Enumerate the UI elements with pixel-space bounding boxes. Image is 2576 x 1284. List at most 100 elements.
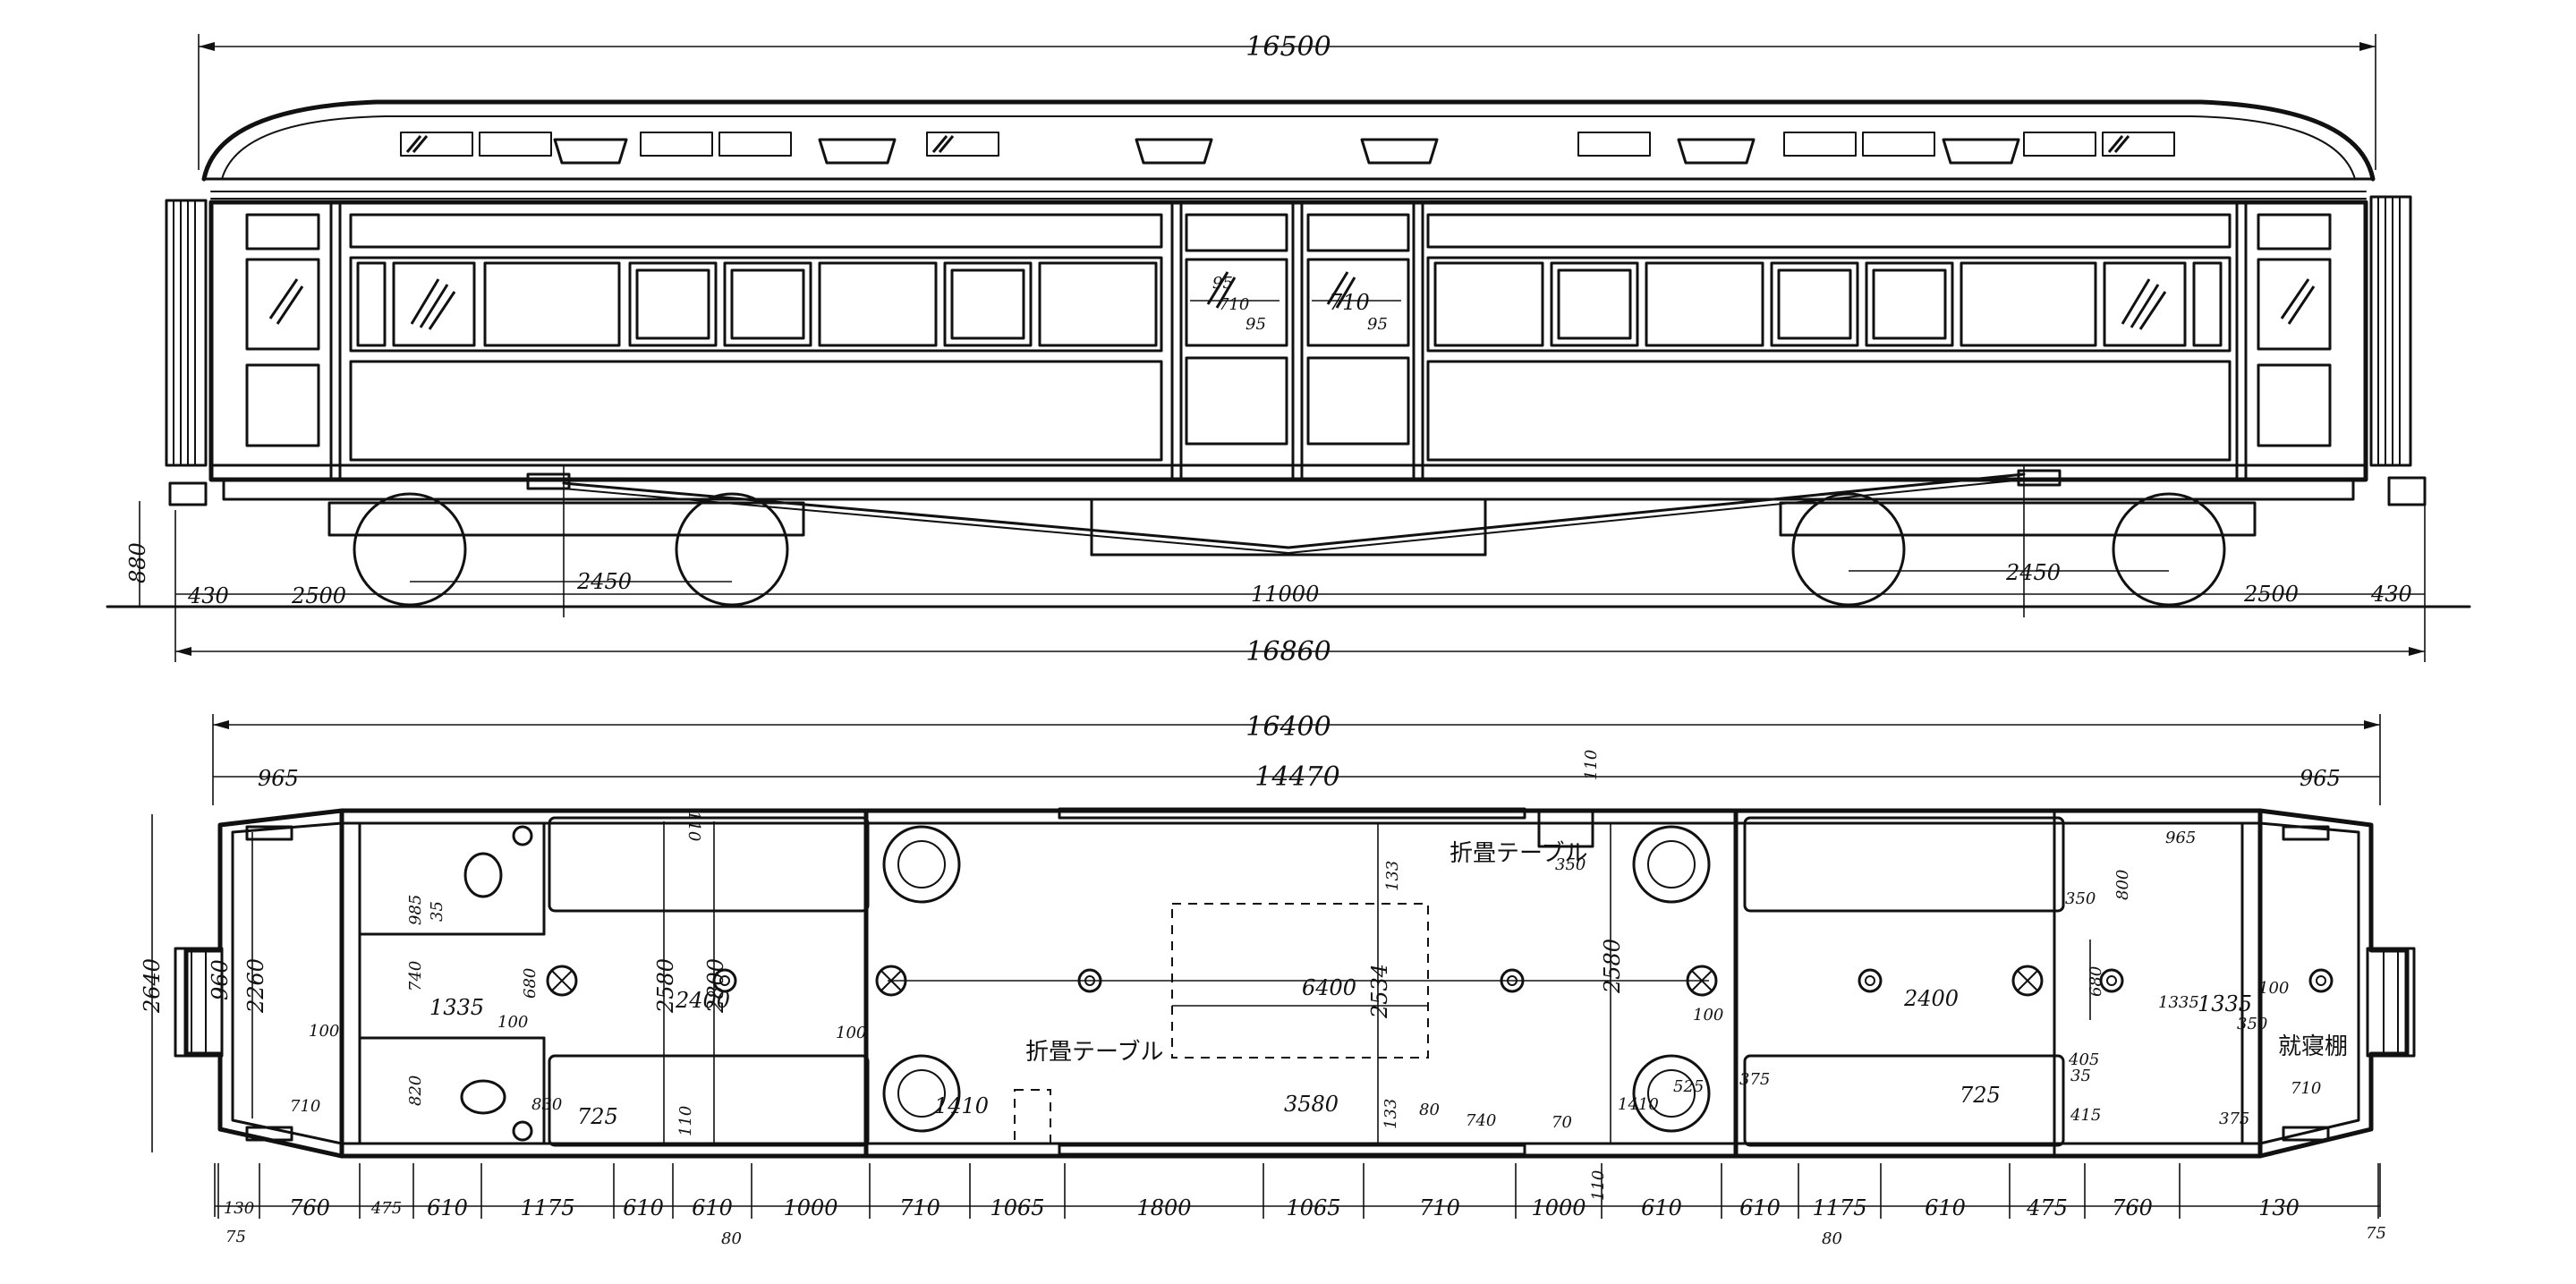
label-luggage-shelf: 就寝棚 — [2278, 1033, 2348, 1060]
end-diaphragm-right — [2369, 195, 2412, 467]
svg-text:100: 100 — [309, 1022, 339, 1041]
svg-text:965: 965 — [2300, 766, 2341, 791]
floor-plan: 16400 14470 965 965 — [140, 711, 2416, 1201]
svg-text:16860: 16860 — [1245, 636, 1331, 668]
svg-text:35: 35 — [428, 901, 446, 922]
bottom-dimension-label: 475 — [370, 1199, 402, 1218]
svg-text:2500: 2500 — [2243, 582, 2299, 607]
svg-text:35: 35 — [2070, 1067, 2091, 1085]
bottom-dimension-label: 760 — [2112, 1195, 2153, 1220]
side-windows-right — [1433, 261, 2223, 347]
svg-text:110: 110 — [684, 811, 703, 841]
bottom-dimension-label: 610 — [692, 1195, 733, 1220]
svg-text:680: 680 — [521, 968, 540, 999]
bottom-sub-dimension-label: 80 — [1822, 1229, 1842, 1248]
svg-text:2400: 2400 — [675, 988, 730, 1013]
svg-text:100: 100 — [836, 1024, 866, 1042]
label-folding-table-2: 折畳テーブル — [1025, 1039, 1163, 1066]
svg-text:880: 880 — [125, 542, 150, 583]
svg-text:405: 405 — [2068, 1050, 2099, 1069]
svg-text:710: 710 — [1219, 295, 1249, 314]
svg-text:1410: 1410 — [1618, 1095, 1659, 1114]
svg-text:3580: 3580 — [1284, 1092, 1339, 1117]
svg-text:6400: 6400 — [1302, 975, 1356, 1000]
svg-text:133: 133 — [1382, 1099, 1400, 1129]
svg-text:350: 350 — [1555, 855, 1586, 874]
svg-text:430: 430 — [2370, 582, 2412, 607]
svg-text:2580: 2580 — [1600, 939, 1625, 994]
svg-text:2260: 2260 — [243, 958, 268, 1014]
bottom-dimension-label: 710 — [899, 1195, 940, 1220]
svg-text:2500: 2500 — [291, 583, 346, 608]
svg-text:2580: 2580 — [653, 958, 678, 1014]
svg-text:710: 710 — [290, 1097, 320, 1116]
svg-text:740: 740 — [406, 961, 425, 991]
bottom-dimension-label: 1065 — [1286, 1195, 1340, 1220]
svg-text:2534: 2534 — [1367, 964, 1392, 1019]
svg-text:2800: 2800 — [703, 958, 728, 1014]
svg-text:2450: 2450 — [2005, 560, 2061, 585]
svg-text:110: 110 — [1582, 750, 1601, 780]
bottom-dimension-label: 1800 — [1136, 1195, 1191, 1220]
svg-text:16400: 16400 — [1245, 711, 1331, 743]
bottom-dimension-label: 130 — [224, 1199, 254, 1218]
svg-text:1410: 1410 — [934, 1093, 989, 1118]
bottom-dimension-label: 760 — [289, 1195, 330, 1220]
svg-text:1335: 1335 — [429, 995, 484, 1020]
svg-text:965: 965 — [2165, 829, 2196, 847]
svg-text:525: 525 — [1673, 1077, 1704, 1096]
svg-text:1335: 1335 — [2198, 991, 2252, 1016]
wheel-left-1 — [353, 492, 467, 607]
svg-text:680: 680 — [2087, 966, 2105, 997]
bottom-dimension-label: 1175 — [1812, 1195, 1866, 1220]
svg-text:960: 960 — [208, 959, 233, 1000]
bottom-dimension-label: 610 — [623, 1195, 664, 1220]
floor-fittings — [546, 965, 2334, 997]
bottom-dimension-label: 130 — [2258, 1195, 2300, 1220]
svg-text:100: 100 — [2258, 979, 2289, 998]
end-diaphragm-left — [165, 199, 208, 467]
svg-text:710: 710 — [1329, 290, 1370, 315]
svg-text:1335: 1335 — [2158, 993, 2199, 1012]
bottom-dimension-label: 1000 — [783, 1195, 837, 1220]
svg-text:80: 80 — [1419, 1101, 1440, 1119]
bottom-sub-dimension-label: 80 — [721, 1229, 742, 1248]
bottom-sub-dimension-label: 75 — [225, 1228, 246, 1246]
svg-text:350: 350 — [2065, 889, 2096, 908]
svg-text:110: 110 — [676, 1106, 695, 1136]
bottom-dimension-label: 475 — [2026, 1195, 2068, 1220]
bottom-dimension-label: 610 — [427, 1195, 468, 1220]
side-elevation: 16500 — [106, 31, 2471, 668]
bottom-sub-dimension-label: 75 — [2366, 1224, 2386, 1243]
svg-text:830: 830 — [531, 1095, 562, 1114]
svg-text:740: 740 — [1466, 1111, 1496, 1130]
svg-text:985: 985 — [406, 895, 425, 925]
svg-text:710: 710 — [2291, 1079, 2321, 1098]
armchairs — [882, 825, 1711, 1133]
svg-text:2450: 2450 — [576, 569, 632, 594]
wheel-right-1 — [1791, 492, 1906, 607]
svg-text:965: 965 — [258, 766, 299, 791]
svg-text:820: 820 — [406, 1076, 425, 1106]
bottom-dimension-label: 610 — [1641, 1195, 1682, 1220]
bottom-dimension-label: 610 — [1925, 1195, 1966, 1220]
svg-text:430: 430 — [187, 583, 229, 608]
svg-text:11000: 11000 — [1251, 582, 1319, 607]
svg-text:725: 725 — [577, 1104, 618, 1129]
svg-text:14470: 14470 — [1254, 761, 1339, 793]
svg-text:725: 725 — [1960, 1083, 2001, 1108]
svg-text:2640: 2640 — [140, 958, 165, 1014]
svg-text:350: 350 — [2237, 1015, 2267, 1033]
svg-text:415: 415 — [2070, 1106, 2101, 1125]
svg-text:133: 133 — [1383, 861, 1402, 891]
svg-text:70: 70 — [1552, 1113, 1572, 1132]
clerestory-windows — [400, 132, 2175, 165]
svg-text:95: 95 — [1212, 274, 1233, 293]
svg-text:800: 800 — [2113, 870, 2132, 900]
svg-text:100: 100 — [1693, 1006, 1723, 1025]
svg-text:95: 95 — [1245, 315, 1266, 334]
label-folding-table-1: 折畳テーブル — [1450, 840, 1587, 867]
bottom-dimension-label: 610 — [1739, 1195, 1781, 1220]
